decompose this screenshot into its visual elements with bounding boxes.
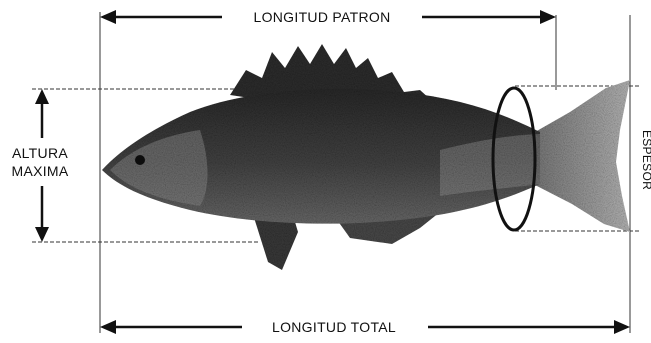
arrowhead-right <box>540 10 556 24</box>
arrowhead-left <box>100 320 116 334</box>
fish-illustration <box>102 44 630 270</box>
standard-length-label: LONGITUD PATRON <box>254 9 391 25</box>
arrowhead-up <box>35 89 49 104</box>
arrowhead-right <box>614 320 630 334</box>
total-length-label: LONGITUD TOTAL <box>272 319 396 335</box>
max-height-label-line1: ALTURA <box>12 145 68 161</box>
gill-area <box>110 130 208 206</box>
max-height-label-line2: MAXIMA <box>11 163 68 179</box>
arrowhead-left <box>100 10 116 24</box>
thickness-label: ESPESOR <box>640 130 651 190</box>
fish-eye <box>135 155 145 165</box>
caudal-fin <box>535 80 630 232</box>
arrowhead-down <box>35 227 49 242</box>
